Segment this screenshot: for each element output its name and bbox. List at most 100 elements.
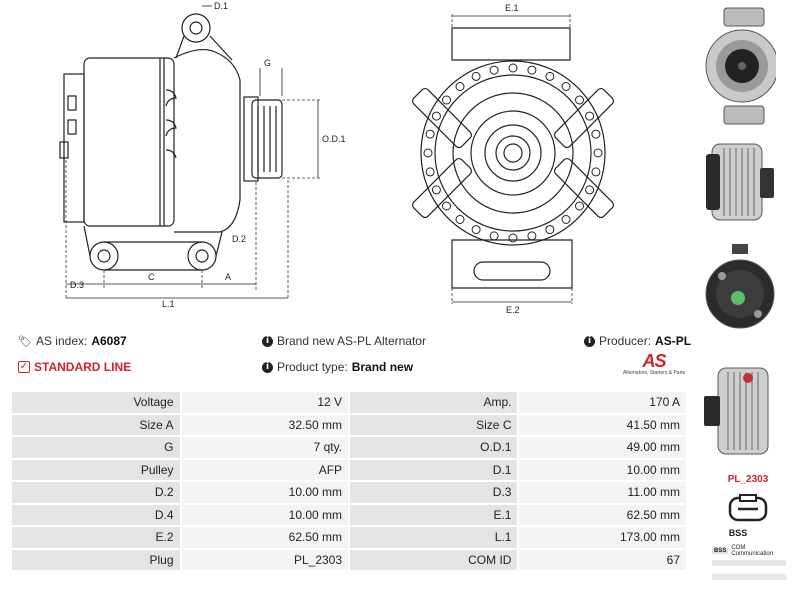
vent-hole: [471, 225, 481, 235]
spec-value: PL_2303: [181, 549, 349, 570]
product-type: i Product type: Brand new: [262, 360, 413, 374]
producer-label: Producer:: [599, 334, 652, 348]
line-label: STANDARD LINE: [34, 360, 132, 374]
spec-value: AFP: [181, 459, 349, 480]
spec-label: D.4: [12, 504, 180, 525]
producer: i Producer: AS-PL: [584, 334, 691, 348]
label-d3: D.3: [70, 280, 84, 290]
label-e1: E.1: [505, 3, 519, 13]
spec-value: 41.50 mm: [519, 414, 686, 435]
spec-label: E.2: [12, 527, 180, 548]
vent-hole: [561, 215, 571, 224]
as-pl-logo: AS Alternators, Starters & Parts: [618, 352, 690, 376]
info-icon: i: [262, 361, 273, 373]
label-l1: L.1: [162, 299, 175, 309]
comm-bar: [712, 574, 786, 580]
vent-hole: [575, 201, 584, 211]
plug-type: BSS: [728, 528, 748, 538]
vent-hole: [585, 111, 595, 121]
label-od1: O.D.1: [322, 134, 346, 144]
vent-hole: [585, 185, 595, 195]
spec-value: 10.00 mm: [181, 504, 349, 525]
label-e2: E.2: [506, 305, 520, 315]
standard-line: ✓ STANDARD LINE: [18, 360, 131, 374]
label-g: G: [264, 58, 271, 68]
label-d1: D.1: [214, 1, 228, 11]
vent-hole: [489, 231, 499, 241]
spec-value: 67: [519, 549, 686, 570]
vent-hole: [545, 71, 555, 81]
vent-hole: [425, 129, 435, 139]
info-icon: i: [262, 335, 273, 347]
vent-hole: [442, 201, 451, 211]
spec-label: E.1: [350, 504, 518, 525]
vent-hole: [508, 233, 518, 243]
product-photo-rear[interactable]: [702, 236, 776, 352]
as-index-label: AS index:: [35, 334, 88, 348]
vent-hole: [527, 231, 537, 241]
vent-hole: [508, 63, 518, 73]
spec-value: 11.00 mm: [519, 482, 686, 503]
spec-value: 32.50 mm: [181, 414, 349, 435]
product-type-value: Brand new: [351, 360, 414, 374]
vent-hole: [575, 95, 584, 105]
spec-value: 10.00 mm: [181, 482, 349, 503]
product-photo-front[interactable]: [702, 6, 776, 126]
label-c: C: [148, 272, 155, 282]
logo-tagline: Alternators, Starters & Parts: [622, 370, 686, 376]
comm-label: COM Communication: [731, 545, 774, 557]
product-type-label: Product type:: [277, 360, 348, 374]
vent-hole: [431, 111, 441, 121]
comm-bar: [712, 560, 786, 566]
vent-hole: [423, 148, 433, 158]
tag-icon: 🏷︎: [18, 334, 32, 348]
spec-label: Size A: [12, 414, 180, 435]
vent-hole: [425, 167, 435, 177]
check-icon: ✓: [18, 361, 30, 373]
spec-label: Voltage: [12, 392, 180, 413]
spec-label: L.1: [350, 527, 518, 548]
plug-connector-icon: [728, 494, 768, 522]
as-index-value: A6087: [91, 334, 127, 348]
spec-label: Pulley: [12, 459, 180, 480]
comm-code: BSS: [712, 548, 729, 554]
spec-value: 7 qty.: [181, 437, 349, 458]
label-a: A: [225, 272, 231, 282]
spec-value: 62.50 mm: [181, 527, 349, 548]
spec-label: D.2: [12, 482, 180, 503]
info-icon: i: [584, 335, 595, 347]
spec-value: 173.00 mm: [519, 527, 686, 548]
spec-label: D.3: [350, 482, 518, 503]
description-text: Brand new AS-PL Alternator: [277, 334, 426, 348]
spec-value: 170 A: [519, 392, 686, 413]
spec-value: 49.00 mm: [519, 437, 686, 458]
product-photo-top[interactable]: [702, 358, 776, 464]
product-photo-side[interactable]: [702, 132, 776, 232]
vent-hole: [545, 225, 555, 235]
spec-label: Plug: [12, 549, 180, 570]
comm-row: BSS COM Communication: [712, 545, 786, 557]
vent-hole: [455, 82, 465, 91]
vent-hole: [593, 148, 603, 158]
vent-hole: [591, 167, 601, 177]
spec-label: G: [12, 437, 180, 458]
vent-hole: [489, 65, 499, 75]
spec-label: D.1: [350, 459, 518, 480]
spec-value: 10.00 mm: [519, 459, 686, 480]
spec-label: Size C: [350, 414, 518, 435]
spec-label: COM ID: [350, 549, 518, 570]
vent-hole: [527, 65, 537, 75]
vent-hole: [455, 215, 465, 224]
vent-hole: [561, 82, 571, 91]
spec-value: 62.50 mm: [519, 504, 686, 525]
spec-value: 12 V: [181, 392, 349, 413]
spec-label: Amp.: [350, 392, 518, 413]
